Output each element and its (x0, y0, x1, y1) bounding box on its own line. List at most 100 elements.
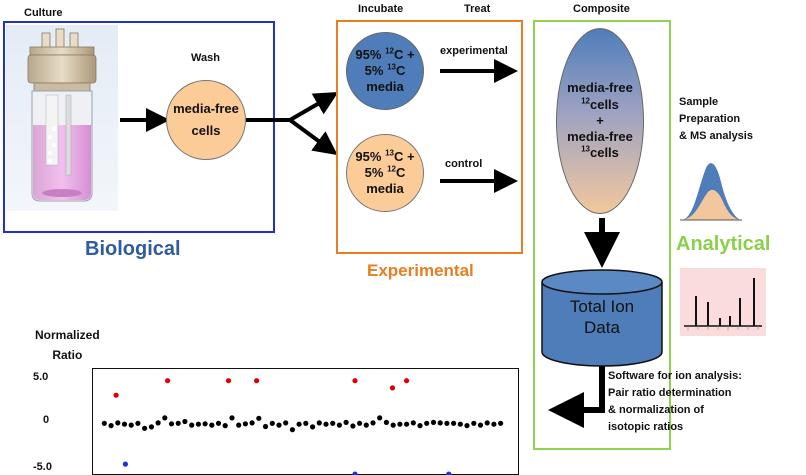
data-point (229, 415, 235, 421)
ytick-5: 5.0 (33, 371, 49, 383)
biological-caption: Biological (85, 238, 181, 260)
control-arrow-label: control (445, 158, 483, 170)
data-point (471, 420, 477, 426)
data-point (390, 422, 396, 428)
data-point (296, 421, 302, 427)
biological-box (3, 21, 275, 233)
chart-ylabel-line1: Normalized (35, 328, 100, 342)
mass-spectrum-icon (680, 268, 766, 336)
arrow-split-down (288, 118, 338, 156)
database-label: Total Ion Data (540, 296, 664, 338)
data-point (336, 422, 342, 428)
data-point (477, 422, 484, 428)
data-point (484, 420, 490, 426)
data-point-upregulated (113, 392, 119, 398)
composite-line2b: cells (589, 145, 619, 161)
wash-cells-circle: media-free cells (166, 80, 246, 160)
data-point (262, 423, 269, 430)
sample-prep-line1: Sample (679, 96, 719, 108)
bottom-iso2: 12 (387, 164, 396, 174)
software-text: Software for ion analysis: Pair ratio de… (608, 368, 742, 436)
bottom-pct2: 5% (364, 164, 384, 180)
top-el2: C (395, 62, 406, 78)
sample-prep-text: Sample Preparation & MS analysis (679, 94, 753, 145)
header-culture: Culture (24, 7, 63, 19)
bottom-el1: C + (393, 148, 415, 164)
data-point (209, 422, 215, 428)
data-point (350, 423, 356, 429)
data-point (162, 415, 168, 421)
sample-prep-line2: Preparation (679, 113, 741, 125)
software-line3: & normalization of (608, 404, 704, 416)
data-point (195, 421, 201, 427)
data-point (283, 420, 289, 426)
data-point-upregulated (389, 385, 396, 391)
database-line1: Total Ion (569, 297, 635, 316)
data-point (202, 421, 208, 427)
data-point-downregulated (122, 461, 128, 467)
data-point (115, 420, 121, 426)
data-point-upregulated (352, 378, 358, 384)
data-point (121, 421, 128, 427)
data-point (215, 420, 222, 426)
chart-ylabel: Normalized Ratio (35, 325, 100, 365)
composite-line1b: cells (589, 96, 619, 112)
top-iso2: 13 (387, 62, 396, 72)
data-point (417, 423, 423, 429)
ytick-minus5: -5.0 (33, 461, 52, 473)
composite-line1: media-free (567, 80, 633, 96)
composite-box (533, 20, 671, 450)
data-point (357, 420, 363, 426)
composite-line2: media-free (567, 129, 633, 145)
data-point (276, 422, 282, 428)
software-line4: isotopic ratios (608, 421, 684, 433)
data-point (343, 419, 349, 425)
data-point-upregulated (404, 378, 410, 384)
bottom-line3: media (366, 181, 404, 197)
culture-flask-icon (6, 25, 118, 211)
data-point (437, 420, 443, 426)
data-point (451, 420, 457, 426)
data-point (323, 421, 329, 427)
data-point (498, 420, 504, 426)
ms-peak-icon (680, 163, 742, 221)
software-line1: Software for ion analysis: (608, 370, 742, 382)
database-cylinder-icon (541, 269, 663, 367)
software-line2: Pair ratio determination (608, 387, 732, 399)
data-point (101, 420, 107, 426)
data-point (397, 421, 403, 427)
ytick-0: 0 (43, 414, 50, 426)
data-point (142, 425, 148, 431)
data-point (330, 420, 336, 426)
data-point (182, 418, 188, 425)
composite-iso2: 13 (581, 145, 590, 155)
top-pct2: 5% (364, 62, 384, 78)
data-point (430, 419, 437, 425)
data-point (410, 420, 416, 426)
bottom-pct1: 95% (355, 148, 382, 164)
chart-ylabel-line2: Ratio (52, 348, 83, 362)
database-line2: Data (584, 318, 620, 337)
data-point (310, 424, 316, 430)
data-point-upregulated (165, 378, 171, 384)
data-point (377, 415, 383, 421)
arrow-data-to-software (548, 366, 605, 428)
header-composite: Composite (573, 3, 630, 15)
data-point (128, 422, 134, 428)
arrow-split-up (288, 91, 339, 122)
bottom-iso1: 13 (385, 148, 394, 158)
data-point (168, 421, 175, 427)
header-incubate: Incubate (358, 3, 404, 15)
data-point (175, 420, 181, 426)
incubate-12c-circle: 95% 12C + 5% 13C media (346, 32, 424, 110)
data-point (464, 423, 470, 429)
top-line3: media (366, 79, 404, 95)
data-point (491, 421, 497, 427)
ratio-scatter-plot (92, 368, 519, 475)
composite-cells-ellipse: media-free 12cells + media-free 13cells (556, 28, 644, 214)
header-wash: Wash (191, 52, 220, 64)
data-point (148, 424, 154, 430)
wash-circle-line2: cells (191, 123, 221, 138)
experimental-arrow-label: experimental (440, 45, 508, 57)
